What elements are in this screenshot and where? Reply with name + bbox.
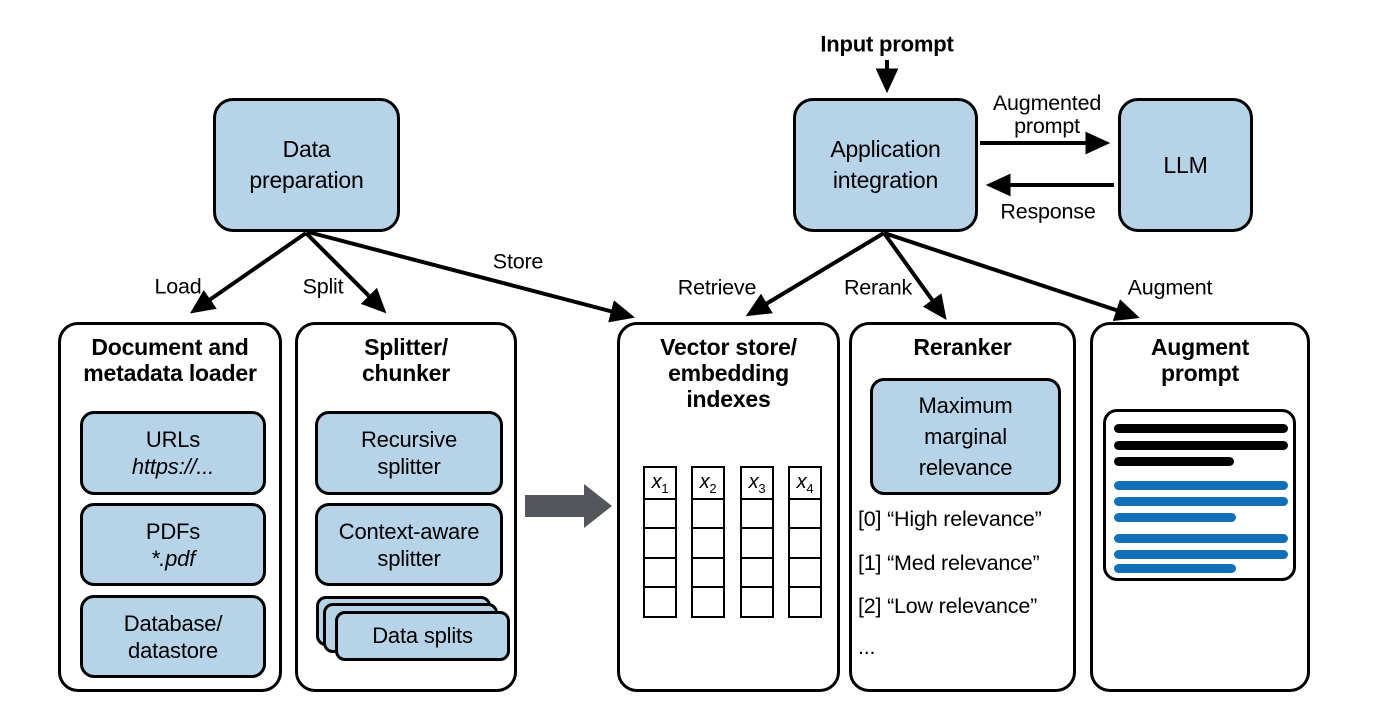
split-label: Split [302,274,344,299]
vector-column-3-header: x3 [740,466,774,500]
rerank-item-2: [2] “Low relevance” [858,594,1038,618]
vector-var: x [699,470,710,493]
vector-index: 4 [806,480,814,496]
augment-prompt-title: Augment prompt [1150,334,1250,386]
vector-column-2: x2 [691,466,725,618]
rerank-label: Rerank [843,275,913,300]
bulk-transfer-arrow [525,484,612,528]
vector-cell [788,556,822,589]
document-loader-panel: Document and metadata loader URLs https:… [58,322,282,692]
rerank-item-0: [0] “High relevance” [858,507,1042,531]
vector-cell [788,586,822,618]
vector-cell [691,497,725,530]
vector-cell [788,527,822,559]
prompt-document-icon [1103,409,1296,581]
mmr-box: Maximum marginal relevance [870,378,1061,495]
rerank-item-ellipsis: ... [858,635,876,659]
vector-column-4-header: x4 [788,466,822,500]
response-label: Response [1000,199,1096,224]
augment-label: Augment [1127,275,1213,300]
vector-cell [643,586,677,618]
vector-var: x [651,470,662,493]
load-label: Load [154,274,202,299]
arrow-load [189,231,308,314]
retrieve-label: Retrieve [677,275,757,300]
context-aware-splitter-box: Context-aware splitter [315,503,503,586]
vector-column-2-header: x2 [691,466,725,500]
pdfs-box: PDFs *.pdf [80,503,266,586]
vector-cell [643,556,677,589]
vector-index: 3 [758,480,766,496]
vector-cell [691,586,725,618]
reranker-panel: Reranker Maximum marginal relevance [0] … [849,322,1076,692]
vector-column-1-header: x1 [643,466,677,500]
recursive-splitter-box: Recursive splitter [315,411,503,495]
data-preparation-node: Data preparation [213,98,400,232]
doc-line-black [1114,424,1288,433]
rerank-item-1: [1] “Med relevance” [858,551,1040,575]
llm-node: LLM [1118,98,1253,232]
arrow-retrieve [745,231,886,317]
splitter-chunker-panel: Splitter/ chunker Recursive splitter Con… [295,322,517,692]
augment-prompt-panel: Augment prompt [1090,322,1310,692]
vector-column-3: x3 [740,466,774,618]
vector-cell [691,556,725,589]
vector-var: x [748,470,759,493]
augmented-prompt-label: Augmented prompt [992,91,1102,138]
vector-cell [740,556,774,589]
application-integration-node: Application integration [793,98,978,232]
pdfs-label: PDFs [145,518,201,544]
vector-column-1: x1 [643,466,677,618]
vector-index: 2 [709,480,717,496]
store-label: Store [492,249,544,274]
doc-line-blue [1114,497,1288,506]
data-splits-box: Data splits [335,611,510,661]
vector-store-panel: Vector store/ embedding indexes x1 x2 x3 [617,322,840,692]
vector-var: x [796,470,807,493]
urls-label: URLs [145,427,201,452]
vector-column-4: x4 [788,466,822,618]
vector-store-title: Vector store/ embedding indexes [660,334,797,412]
vector-cell [740,497,774,530]
doc-line-blue [1114,534,1288,543]
arrow-augment [883,231,1140,321]
arrow-rerank [882,231,947,321]
doc-line-blue [1114,481,1288,490]
reranker-title: Reranker [913,334,1012,360]
urls-box: URLs https://... [80,411,266,495]
pdfs-pattern: *.pdf [150,545,196,571]
splitter-chunker-title: Splitter/ chunker [361,334,451,386]
vector-cell [740,527,774,559]
vector-cell [788,497,822,530]
database-box: Database/ datastore [80,595,266,678]
document-loader-title: Document and metadata loader [83,334,257,386]
doc-line-black [1114,441,1288,450]
arrow-store [307,230,635,323]
vector-cell [740,586,774,618]
doc-line-black [1114,457,1234,466]
doc-line-blue [1114,513,1236,522]
input-prompt-label: Input prompt [820,31,954,57]
vector-index: 1 [661,480,669,496]
doc-line-blue [1114,564,1236,573]
vector-cell [643,527,677,559]
vector-cell [643,497,677,530]
vector-cell [691,527,725,559]
urls-pattern: https://... [131,454,215,479]
doc-line-blue [1114,550,1288,559]
